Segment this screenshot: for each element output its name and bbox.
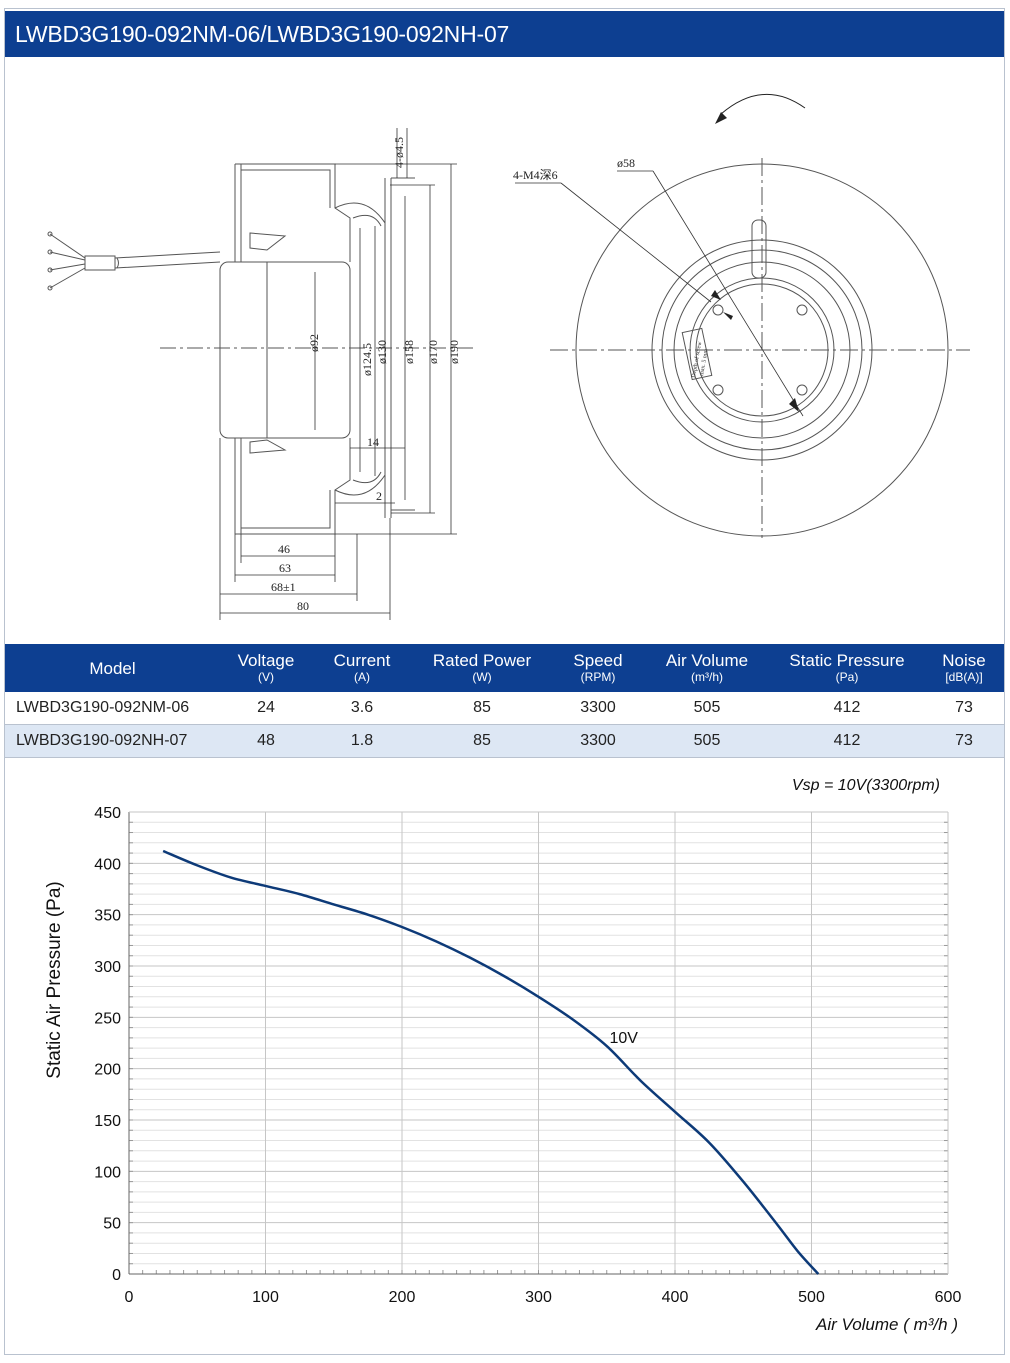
header-current: Current(A): [312, 644, 412, 692]
dim-46-label: 46: [278, 542, 290, 556]
cell-model: LWBD3G190-092NM-06: [5, 692, 220, 725]
x-tick-label: 100: [252, 1289, 279, 1306]
header-noise: Noise[dB(A)]: [924, 644, 1004, 692]
y-tick-label: 450: [94, 805, 121, 822]
hole-label: 4-ø4.5: [392, 137, 406, 168]
table-header-row: Model Voltage(V) Current(A) Rated Power(…: [5, 644, 1004, 692]
y-tick-label: 300: [94, 959, 121, 976]
x-tick-label: 200: [389, 1289, 416, 1306]
header-voltage: Voltage(V): [220, 644, 312, 692]
cell-speed: 3300: [552, 692, 644, 725]
dim-92-label: ø92: [307, 334, 321, 352]
y-tick-label: 0: [112, 1267, 121, 1284]
header-air-volume: Air Volume(m³/h): [644, 644, 770, 692]
header-rated-power: Rated Power(W): [412, 644, 552, 692]
y-tick-label: 100: [94, 1164, 121, 1181]
thread-label: 4-M4深6: [513, 168, 558, 182]
dim-158-label: ø158: [402, 340, 416, 364]
page-title: LWBD3G190-092NM-06/LWBD3G190-092NH-07: [5, 11, 1004, 57]
y-tick-label: 350: [94, 908, 121, 925]
cable-icon: [47, 231, 221, 291]
rotation-arrow-icon: [720, 94, 806, 115]
table-row: LWBD3G190-092NM-06 24 3.6 85 3300 505 41…: [5, 692, 1004, 725]
table-row: LWBD3G190-092NH-07 48 1.8 85 3300 505 41…: [5, 724, 1004, 758]
page-frame: [4, 8, 1005, 1355]
cell-static-pressure: 412: [770, 724, 924, 758]
cell-voltage: 48: [220, 724, 312, 758]
dim-124-label: ø124.5: [360, 343, 374, 376]
cell-air-volume: 505: [644, 692, 770, 725]
x-tick-label: 600: [935, 1289, 962, 1306]
cell-model: LWBD3G190-092NH-07: [5, 724, 220, 758]
dim-130-label: ø130: [375, 340, 389, 364]
x-tick-label: 500: [798, 1289, 825, 1306]
header-speed: Speed(RPM): [552, 644, 644, 692]
x-tick-label: 0: [125, 1289, 134, 1306]
y-tick-label: 400: [94, 856, 121, 873]
x-axis-label: Air Volume ( m³/h ): [815, 1315, 958, 1334]
cell-noise: 73: [924, 692, 1004, 725]
header-static-pressure: Static Pressure(Pa): [770, 644, 924, 692]
cell-voltage: 24: [220, 692, 312, 725]
cell-speed: 3300: [552, 724, 644, 758]
y-tick-label: 250: [94, 1010, 121, 1027]
series-line-10V: [162, 849, 820, 1275]
cell-air-volume: 505: [644, 724, 770, 758]
chart-annotation: Vsp = 10V(3300rpm): [792, 777, 940, 794]
cell-power: 85: [412, 692, 552, 725]
cell-current: 3.6: [312, 692, 412, 725]
front-view: Depth of screw max. 5 mm ø58 4-M4深6: [513, 94, 970, 538]
performance-chart: 0 50 100 150 200 250 300 350 400 450 0 100 200 300 400…: [44, 777, 962, 1334]
dim-190-label: ø190: [447, 340, 461, 364]
y-tick-label: 50: [103, 1216, 121, 1233]
series-label: 10V: [609, 1030, 638, 1047]
depth-note-2: max. 5 mm: [699, 348, 710, 376]
dim-2-label: 2: [376, 489, 382, 503]
dim-14-label: 14: [367, 435, 379, 449]
hub-diameter-label: ø58: [617, 156, 635, 170]
side-view: ø92 ø124.5 ø130 ø158 ø170 ø190 4-ø4.5: [47, 128, 475, 620]
technical-drawing: ø92 ø124.5 ø130 ø158 ø170 ø190 4-ø4.5: [47, 94, 970, 620]
cell-power: 85: [412, 724, 552, 758]
cell-static-pressure: 412: [770, 692, 924, 725]
x-tick-label: 300: [525, 1289, 552, 1306]
cell-current: 1.8: [312, 724, 412, 758]
x-tick-label: 400: [662, 1289, 689, 1306]
spec-table: Model Voltage(V) Current(A) Rated Power(…: [5, 644, 1004, 758]
y-axis-label: Static Air Pressure (Pa): [44, 881, 65, 1078]
header-model: Model: [5, 644, 220, 692]
dim-170-label: ø170: [426, 340, 440, 364]
dim-63-label: 63: [279, 561, 291, 575]
cell-noise: 73: [924, 724, 1004, 758]
dim-80-label: 80: [297, 599, 309, 613]
dim-68-label: 68±1: [271, 580, 296, 594]
y-tick-label: 200: [94, 1062, 121, 1079]
y-tick-label: 150: [94, 1113, 121, 1130]
